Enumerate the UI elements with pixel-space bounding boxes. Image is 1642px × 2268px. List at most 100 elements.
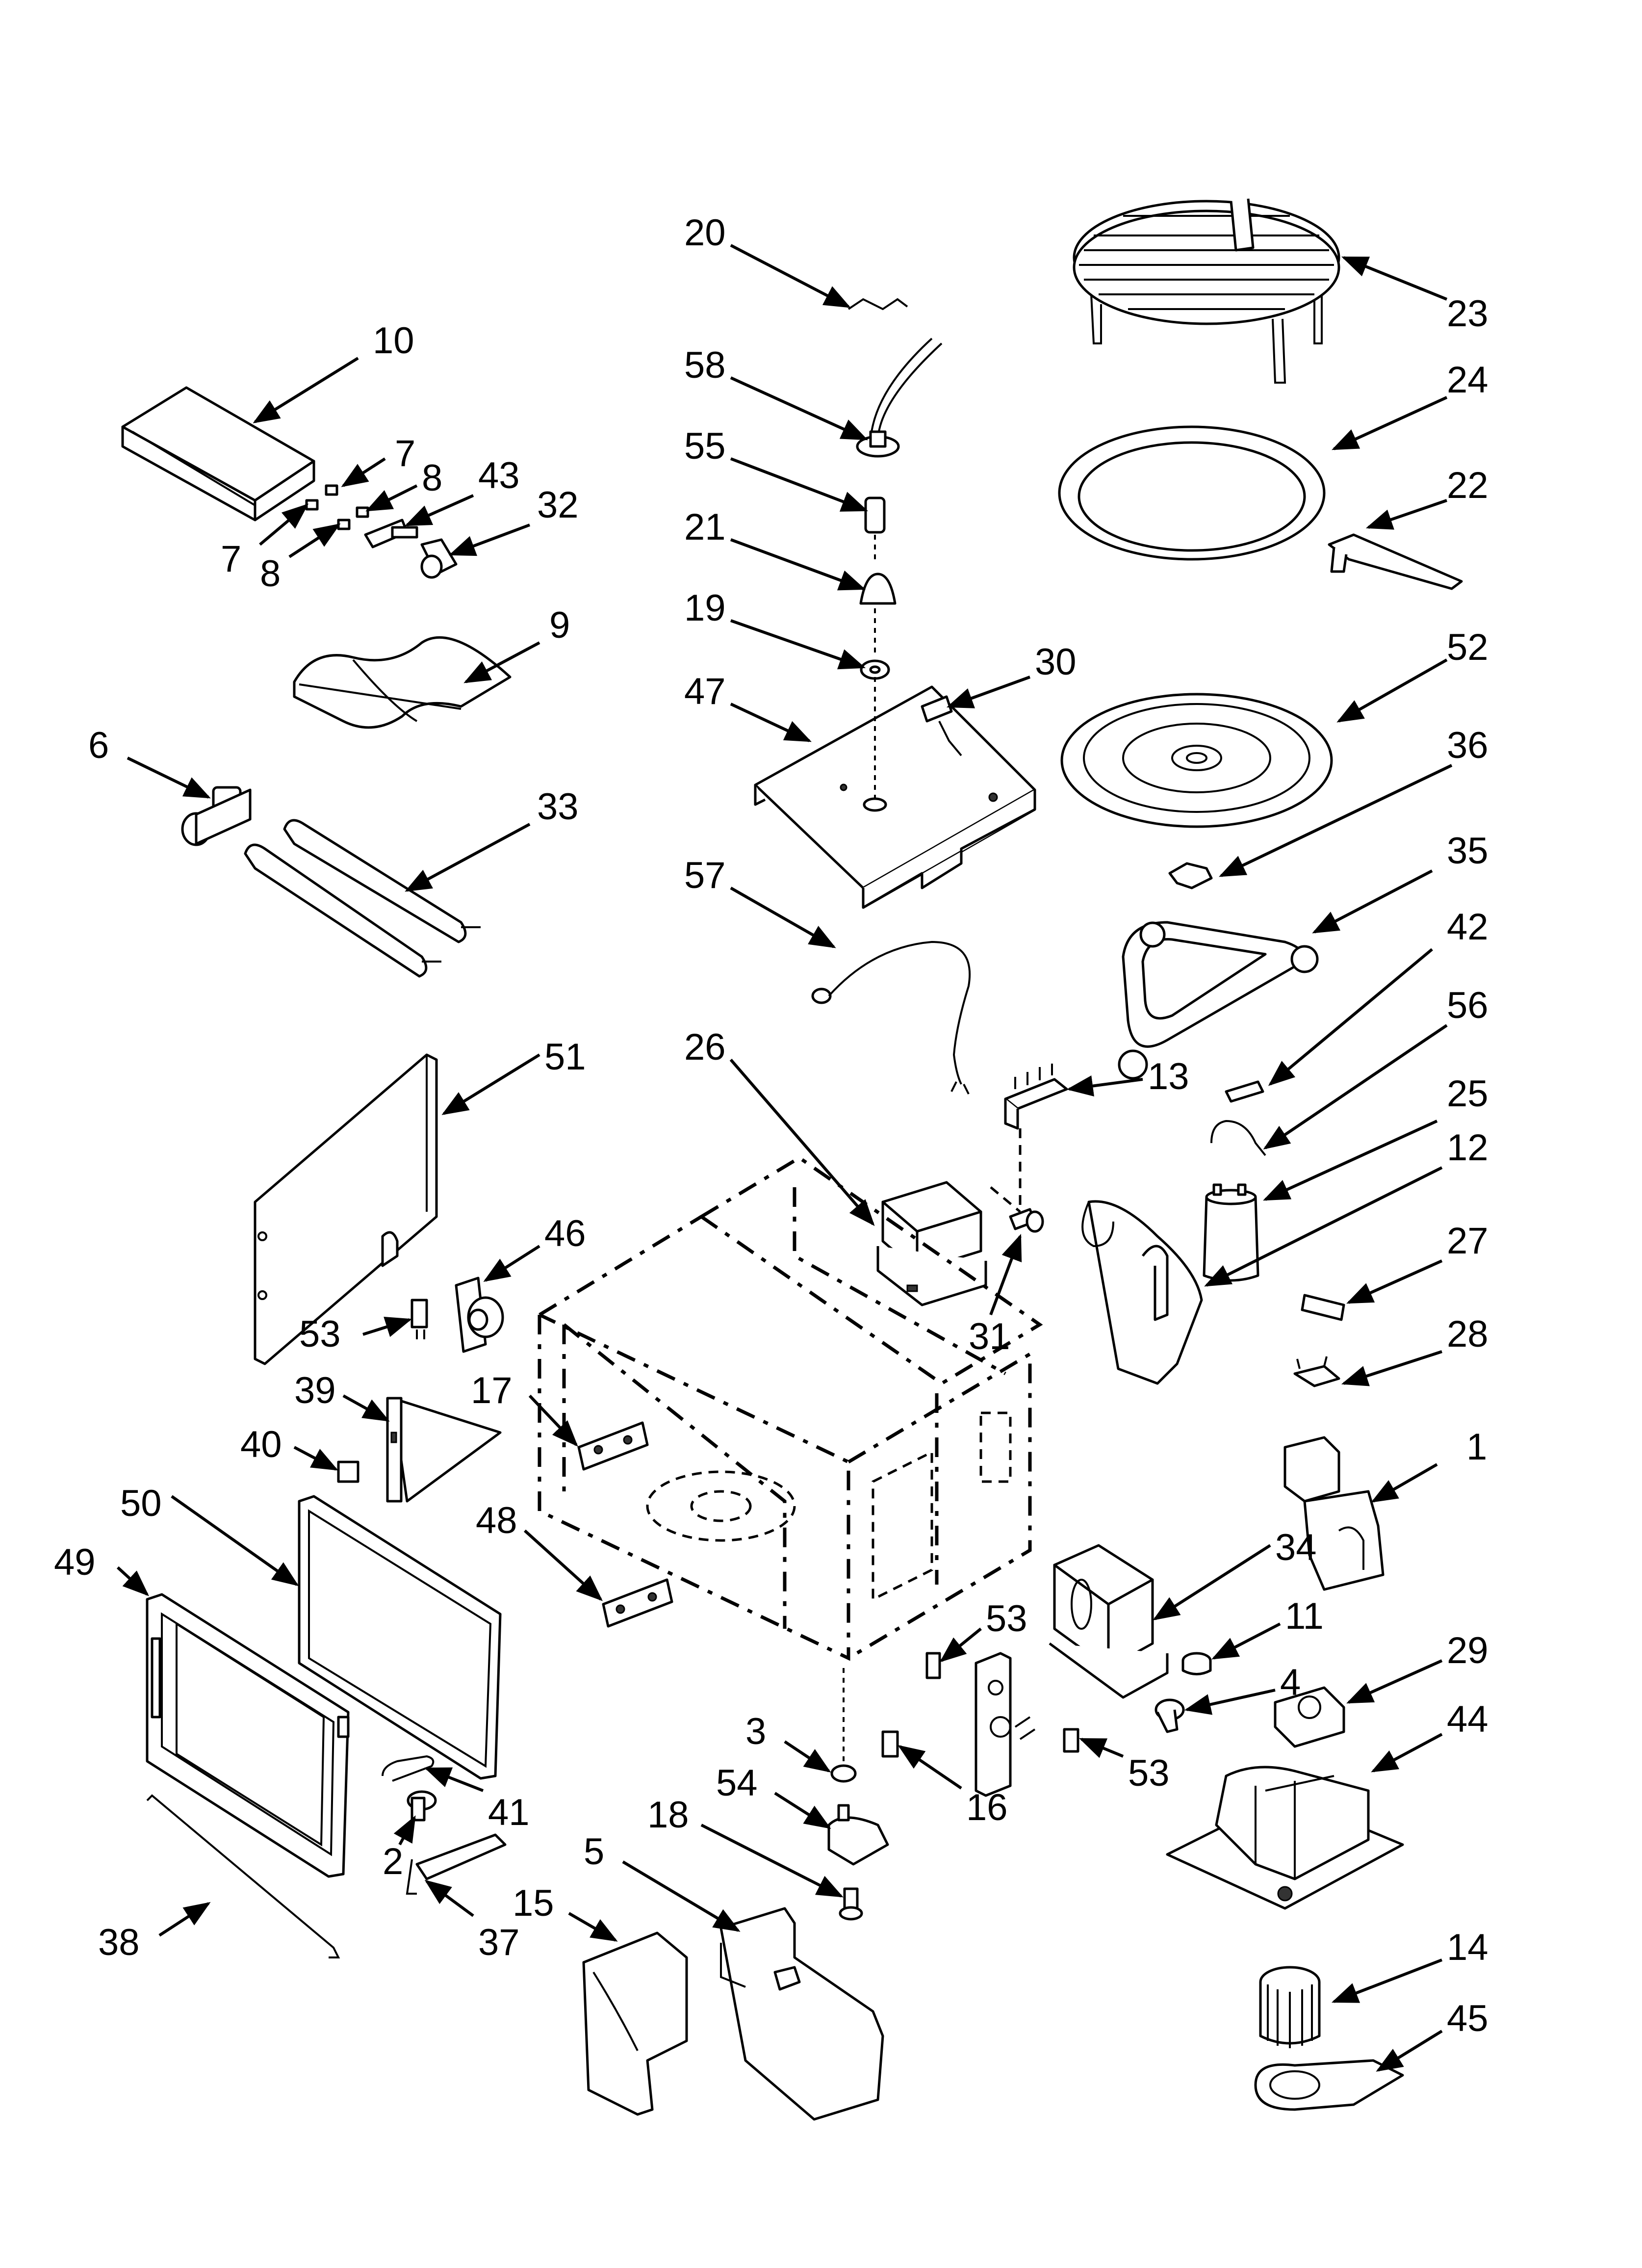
label-39: 39 <box>294 1370 336 1411</box>
part-22-coupler <box>1328 533 1463 590</box>
label-42: 42 <box>1447 906 1488 948</box>
label-3: 3 <box>745 1711 766 1752</box>
label-35: 35 <box>1447 830 1488 872</box>
part-53-switch-right <box>1063 1728 1079 1753</box>
label-22: 22 <box>1447 465 1488 506</box>
label-43: 43 <box>478 455 520 496</box>
part-37-lever <box>406 1833 507 1895</box>
label-25: 25 <box>1447 1073 1488 1115</box>
label-55: 55 <box>684 425 726 467</box>
label-15: 15 <box>513 1882 554 1924</box>
label-53: 53 <box>299 1313 341 1355</box>
part-28-bracket <box>1293 1356 1340 1387</box>
part-39-hinge-plate <box>386 1397 502 1503</box>
part-1-door-latch-bracket <box>1283 1436 1385 1591</box>
part-40-latch <box>337 1460 359 1483</box>
label-7: 7 <box>221 538 241 580</box>
part-45-fan-shroud <box>1254 2059 1404 2111</box>
part-53-switch-left <box>410 1299 428 1339</box>
part-34-transformer <box>1049 1544 1169 1699</box>
label-40: 40 <box>240 1424 282 1465</box>
part-door-switch-bracket <box>975 1652 1036 1797</box>
label-23: 23 <box>1447 293 1488 335</box>
part-18-screw <box>839 1887 863 1921</box>
part-25-capacitor <box>1203 1183 1259 1282</box>
label-14: 14 <box>1447 1927 1488 1968</box>
part-29-thermostat <box>1274 1686 1345 1748</box>
label-13: 13 <box>1148 1056 1189 1097</box>
part-14-fan-blade <box>1259 1966 1321 2048</box>
label-19: 19 <box>684 587 726 629</box>
part-42-label <box>1225 1080 1264 1103</box>
part-labels: 10 7 7 8 8 43 32 9 6 33 20 58 55 21 19 3… <box>54 212 1488 2039</box>
part-30-sensor-clip <box>921 695 962 756</box>
part-19-washer <box>860 659 890 680</box>
part-13-terminal-block <box>1004 1064 1068 1207</box>
leader-lines <box>116 244 1453 2072</box>
part-32-lamp-socket <box>420 538 458 579</box>
label-27: 27 <box>1447 1220 1488 1262</box>
label-48: 48 <box>476 1500 517 1541</box>
label-6: 6 <box>88 725 109 766</box>
label-46: 46 <box>544 1213 586 1254</box>
part-41-spring <box>382 1755 435 1782</box>
label-17: 17 <box>471 1370 513 1411</box>
part-53-switch-center <box>925 1652 941 1679</box>
part-12-air-guide <box>1081 1200 1203 1385</box>
label-51: 51 <box>544 1036 586 1078</box>
part-46-switch-bracket <box>455 1277 504 1353</box>
part-43-bracket <box>364 519 418 548</box>
label-34: 34 <box>1275 1527 1317 1568</box>
label-20: 20 <box>684 212 726 254</box>
label-24: 24 <box>1447 359 1488 401</box>
part-50-door-glass <box>298 1495 502 1780</box>
part-54-turntable-motor <box>827 1804 889 1866</box>
part-15-air-duct <box>582 1931 688 2116</box>
label-45: 45 <box>1447 1998 1488 2039</box>
label-8: 8 <box>422 457 442 499</box>
label-32: 32 <box>537 484 579 526</box>
part-5-air-duct <box>719 1907 884 2121</box>
label-44: 44 <box>1447 1698 1488 1740</box>
label-47: 47 <box>684 671 726 712</box>
part-51-side-panel <box>254 1053 438 1365</box>
part-20-wire-clip <box>847 298 908 311</box>
part-26-transformer <box>876 1181 987 1306</box>
label-53: 53 <box>986 1598 1027 1640</box>
label-53: 53 <box>1128 1752 1170 1794</box>
label-31: 31 <box>969 1316 1010 1357</box>
label-16: 16 <box>966 1787 1008 1828</box>
label-49: 49 <box>54 1541 96 1583</box>
label-5: 5 <box>584 1831 604 1873</box>
label-8: 8 <box>260 553 281 595</box>
label-28: 28 <box>1447 1313 1488 1355</box>
part-44-fan-motor <box>1166 1766 1404 1910</box>
label-54: 54 <box>716 1762 758 1804</box>
label-12: 12 <box>1447 1127 1488 1169</box>
label-56: 56 <box>1447 985 1488 1026</box>
label-52: 52 <box>1447 626 1488 668</box>
part-55-coupler <box>864 496 886 564</box>
part-17-mounting-plate <box>577 1421 649 1471</box>
part-38-latch-rod <box>146 1794 340 1958</box>
label-30: 30 <box>1035 641 1077 683</box>
part-4-screw <box>1155 1698 1185 1733</box>
part-21-stirrer-cap <box>859 573 897 657</box>
label-9: 9 <box>549 604 570 646</box>
label-33: 33 <box>537 786 579 828</box>
part-16-switch <box>881 1730 899 1758</box>
part-36-roller-clip <box>1168 862 1213 889</box>
part-47-waveguide-cover <box>754 677 1036 909</box>
part-58-stirrer-shaft <box>856 338 943 458</box>
part-31-sensor <box>990 1186 1044 1233</box>
label-58: 58 <box>684 344 726 386</box>
label-2: 2 <box>383 1841 403 1882</box>
part-49-door-frame <box>146 1593 350 1878</box>
part-7-8-clips <box>305 484 369 530</box>
part-2-screw <box>407 1790 437 1822</box>
part-27-fuse <box>1301 1294 1345 1321</box>
label-7: 7 <box>395 433 415 474</box>
label-50: 50 <box>120 1483 162 1524</box>
label-10: 10 <box>373 320 414 362</box>
